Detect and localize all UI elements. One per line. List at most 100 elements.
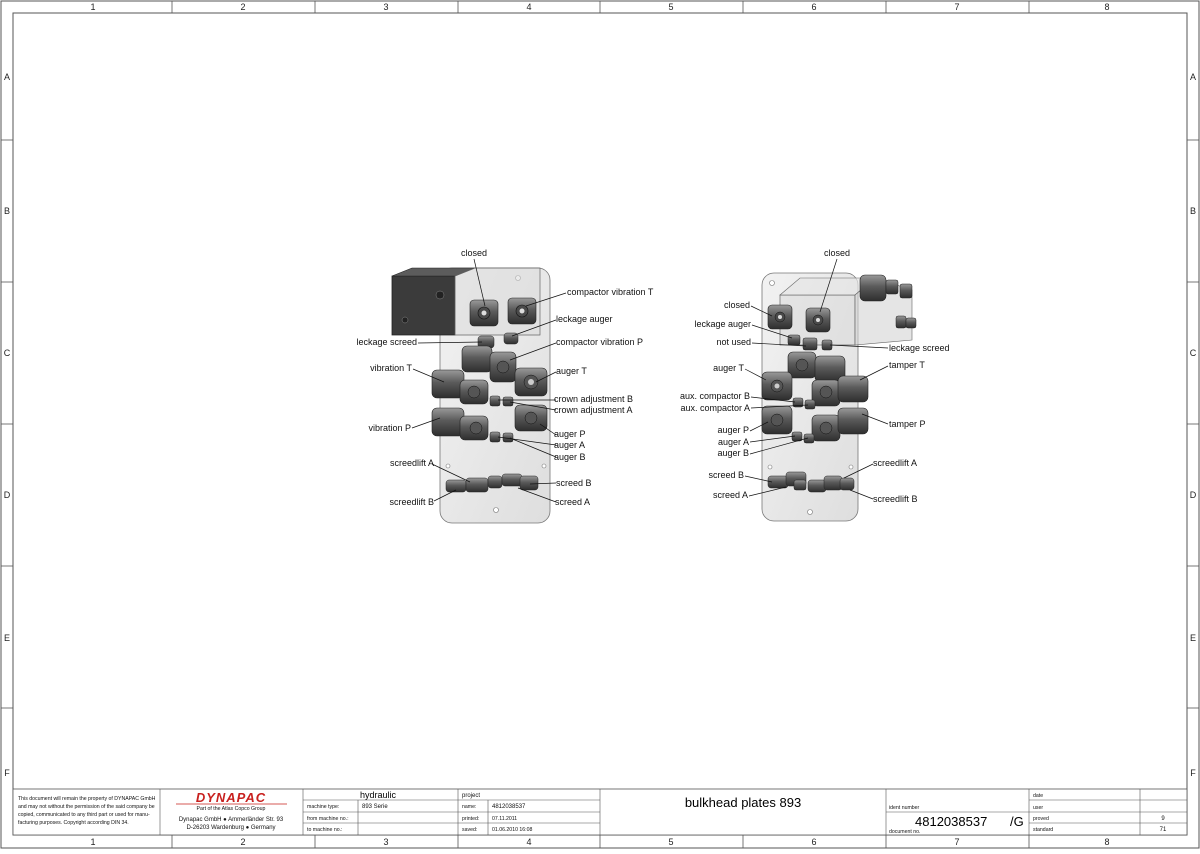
- label-screedlift-a: screedlift A: [873, 458, 917, 468]
- right-bulkhead-plate-view: closed closed leckage auger not used lec…: [680, 248, 950, 522]
- row-label-left: B: [4, 206, 10, 216]
- column-label-bottom: 4: [526, 837, 531, 847]
- document-no-label: document no.: [889, 829, 920, 835]
- column-label-top: 6: [811, 2, 816, 12]
- label-auger-a: auger A: [554, 440, 585, 450]
- copyright-line: facturing purposes. Copyright according …: [18, 820, 129, 826]
- right-housing-box: [779, 274, 917, 346]
- label-vibration-t: vibration T: [370, 363, 412, 373]
- label-auger-a: auger A: [718, 437, 749, 447]
- machine-type-value: 893 Serie: [362, 804, 388, 810]
- label-auger-p: auger P: [717, 425, 749, 435]
- row-label-left: C: [4, 348, 11, 358]
- label-leckage-auger: leckage auger: [694, 319, 751, 329]
- label-screedlift-a: screedlift A: [390, 458, 434, 468]
- label-screed-a: screed A: [555, 497, 590, 507]
- row-label-right: B: [1190, 206, 1196, 216]
- column-label-bottom: 3: [383, 837, 388, 847]
- column-label-bottom: 5: [668, 837, 673, 847]
- column-label-top: 5: [668, 2, 673, 12]
- document-number-block: ident number 4812038537 /G document no.: [889, 805, 1024, 835]
- row-label-right: A: [1190, 72, 1196, 82]
- column-label-top: 1: [90, 2, 95, 12]
- project-label: project: [462, 793, 480, 799]
- standard-label: standard: [1033, 827, 1053, 833]
- label-screed-b: screed B: [708, 470, 744, 480]
- label-auger-p: auger P: [554, 429, 586, 439]
- printed-value: 07.11.2011: [492, 816, 517, 822]
- label-aux-compactor-a: aux. compactor A: [680, 403, 750, 413]
- label-compactor-vibration-t: compactor vibration T: [567, 287, 654, 297]
- revision-letter: /G: [1010, 814, 1024, 829]
- group-title: hydraulic: [360, 790, 397, 800]
- label-screedlift-b: screedlift B: [873, 494, 918, 504]
- brand-subtitle: Part of the Atlas Copco Group: [197, 806, 266, 812]
- label-compactor-vibration-p: compactor vibration P: [556, 337, 643, 347]
- date-label: date: [1033, 793, 1043, 799]
- column-label-bottom: 2: [240, 837, 245, 847]
- copyright-notice: This document will remain the property o…: [18, 796, 156, 826]
- name-label: name:: [462, 804, 476, 810]
- from-machine-label: from machine no.:: [307, 816, 349, 822]
- left-bulkhead-plate-view: closed compactor vibration T leckage aug…: [356, 248, 654, 524]
- left-leader-lines: [411, 258, 567, 503]
- label-screed-a: screed A: [713, 490, 748, 500]
- label-auger-b: auger B: [717, 448, 749, 458]
- proved-label: proved: [1033, 816, 1049, 822]
- project-info-block: project name: 4812038537 printed: 07.11.…: [462, 793, 533, 833]
- machine-type-label: machine type:: [307, 804, 339, 810]
- ident-number-label: ident number: [889, 805, 920, 811]
- sheets-total: 71: [1160, 827, 1167, 833]
- column-label-top: 2: [240, 2, 245, 12]
- left-labels: closed compactor vibration T leckage aug…: [356, 248, 653, 507]
- column-label-bottom: 1: [90, 837, 95, 847]
- row-label-left: D: [4, 490, 11, 500]
- right-labels: closed closed leckage auger not used lec…: [680, 248, 950, 504]
- label-not-used: not used: [716, 337, 751, 347]
- brand-logo: DYNAPAC: [196, 790, 266, 805]
- row-label-right: C: [1190, 348, 1197, 358]
- sheet-number: 9: [1161, 816, 1165, 822]
- label-leckage-screed: leckage screed: [889, 343, 950, 353]
- row-label-right: E: [1190, 633, 1196, 643]
- saved-value: 01.06.2010 16:08: [492, 827, 533, 833]
- label-tamper-t: tamper T: [889, 360, 925, 370]
- label-vibration-p: vibration P: [368, 423, 411, 433]
- company-address-line1: Dynapac GmbH ● Ammerländer Str. 93: [179, 817, 284, 823]
- label-leckage-screed: leckage screed: [356, 337, 417, 347]
- label-auger-t: auger T: [713, 363, 744, 373]
- column-label-bottom: 8: [1104, 837, 1109, 847]
- label-tamper-p: tamper P: [889, 419, 926, 429]
- row-label-right: D: [1190, 490, 1197, 500]
- column-label-top: 8: [1104, 2, 1109, 12]
- label-closed-top: closed: [824, 248, 850, 258]
- label-leckage-auger: leckage auger: [556, 314, 613, 324]
- label-auger-b: auger B: [554, 452, 586, 462]
- column-label-top: 4: [526, 2, 531, 12]
- label-screed-b: screed B: [556, 478, 592, 488]
- column-label-top: 7: [954, 2, 959, 12]
- company-logo-block: DYNAPAC Part of the Atlas Copco Group Dy…: [176, 790, 287, 831]
- left-couplings: [431, 297, 548, 493]
- copyright-line: copied, communicated to any third part o…: [18, 812, 150, 818]
- copyright-line: and may not without the permission of th…: [18, 804, 155, 810]
- label-aux-compactor-b: aux. compactor B: [680, 391, 750, 401]
- label-auger-t: auger T: [556, 366, 587, 376]
- column-label-top: 3: [383, 2, 388, 12]
- name-value: 4812038537: [492, 804, 526, 810]
- label-crown-adjustment-a: crown adjustment A: [554, 405, 633, 415]
- title-block: This document will remain the property o…: [12, 788, 1188, 836]
- copyright-line: This document will remain the property o…: [18, 796, 156, 802]
- printed-label: printed:: [462, 816, 479, 822]
- row-label-right: F: [1190, 768, 1196, 778]
- row-label-left: E: [4, 633, 10, 643]
- saved-label: saved:: [462, 827, 477, 833]
- row-label-left: F: [4, 768, 10, 778]
- label-screedlift-b: screedlift B: [389, 497, 434, 507]
- label-closed-left: closed: [724, 300, 750, 310]
- right-leader-lines: [744, 258, 889, 500]
- label-closed: closed: [461, 248, 487, 258]
- to-machine-label: to machine no.:: [307, 827, 342, 833]
